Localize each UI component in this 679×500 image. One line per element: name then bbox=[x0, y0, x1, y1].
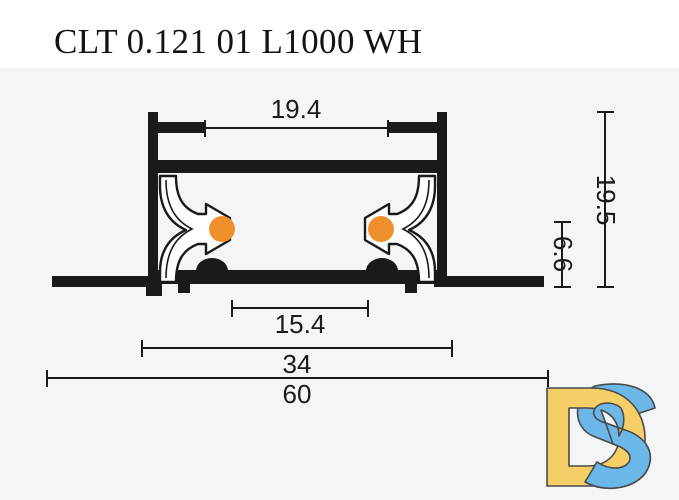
track-profile-body bbox=[52, 112, 544, 296]
left-housing-inner-outline bbox=[165, 179, 194, 279]
dimension-label-19-4: 19.4 bbox=[271, 94, 322, 124]
dimension-labels: 19.4 15.4 34 60 19.5 6.6 bbox=[271, 94, 621, 409]
dimension-15-4 bbox=[231, 300, 369, 317]
right-conductor-housing bbox=[363, 174, 437, 284]
dimension-19-4 bbox=[204, 120, 389, 137]
left-conductor bbox=[209, 216, 235, 242]
logo-letter-s-front bbox=[584, 402, 652, 490]
dimension-label-6-6: 6.6 bbox=[548, 236, 578, 272]
dimension-19-5 bbox=[597, 111, 614, 288]
page-title: CLT 0.121 01 L1000 WH bbox=[52, 20, 429, 66]
dimension-label-15-4: 15.4 bbox=[275, 309, 326, 339]
dimension-label-34: 34 bbox=[283, 349, 312, 379]
dimension-34 bbox=[141, 340, 453, 357]
dimension-label-60: 60 bbox=[283, 379, 312, 409]
left-conductor-housing bbox=[158, 174, 232, 284]
dimension-60 bbox=[46, 370, 549, 387]
right-housing-inner-outline bbox=[401, 179, 430, 279]
dimension-lines bbox=[46, 111, 614, 387]
dimension-6-6 bbox=[554, 221, 571, 288]
dimension-label-19-5: 19.5 bbox=[591, 175, 621, 226]
right-conductor bbox=[368, 216, 394, 242]
ds-logo bbox=[546, 383, 656, 490]
